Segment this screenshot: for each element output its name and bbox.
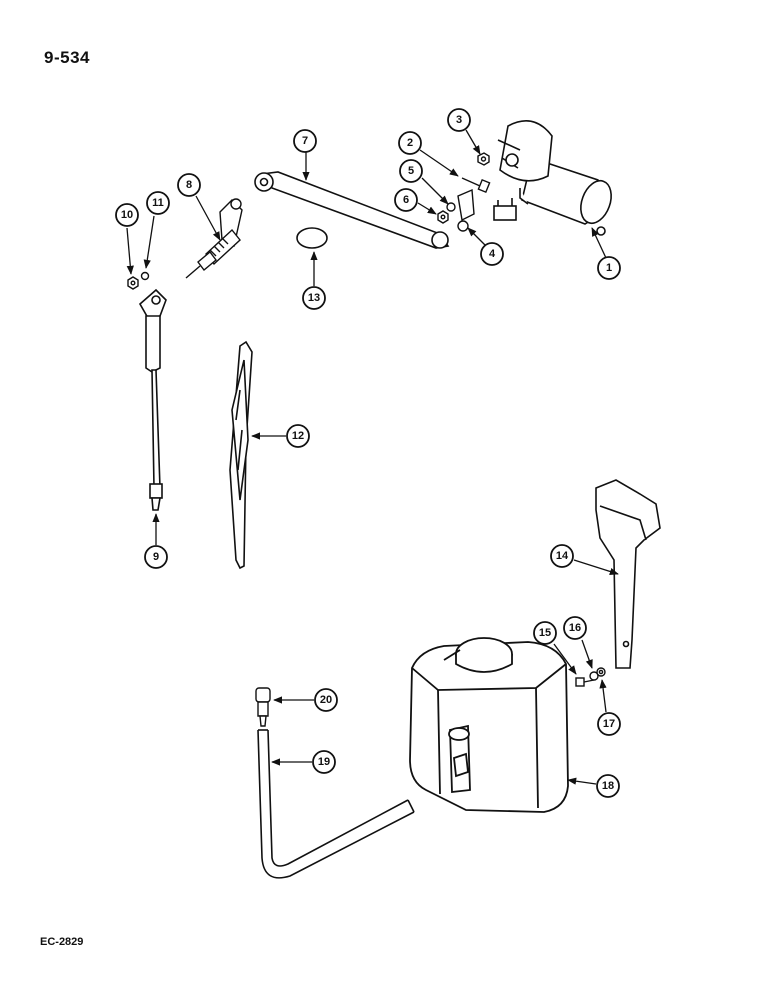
callout-17-label: 17 xyxy=(603,718,615,730)
callout-7-label: 7 xyxy=(302,135,308,147)
leader-6 xyxy=(417,202,437,215)
leader-5 xyxy=(421,177,449,205)
leader-1 xyxy=(591,227,607,259)
leader-lines xyxy=(126,129,619,785)
callout-4: 4 xyxy=(480,242,504,266)
part-12-wiper-blade xyxy=(229,340,253,570)
part-19-hose xyxy=(257,729,415,879)
callout-12-label: 12 xyxy=(292,430,304,442)
callout-15: 15 xyxy=(533,621,557,645)
callout-16: 16 xyxy=(563,616,587,640)
leader-2 xyxy=(419,149,459,177)
callout-14-label: 14 xyxy=(556,550,569,562)
callout-7: 7 xyxy=(293,129,317,153)
callout-5: 5 xyxy=(399,159,423,183)
part-18-reservoir xyxy=(409,637,569,813)
part-7-linkage xyxy=(254,171,450,249)
callout-16-label: 16 xyxy=(569,622,581,634)
leader-8 xyxy=(195,195,221,241)
callout-13-label: 13 xyxy=(308,292,320,304)
part-8-spindle xyxy=(185,198,243,279)
callout-1: 1 xyxy=(597,256,621,280)
callout-18: 18 xyxy=(596,774,620,798)
leader-18 xyxy=(567,777,597,785)
callout-15-label: 15 xyxy=(539,627,551,639)
callout-20-label: 20 xyxy=(320,694,332,706)
callout-5-label: 5 xyxy=(408,165,414,177)
part-6-nut xyxy=(437,210,449,224)
callout-10: 10 xyxy=(115,203,139,227)
callout-20: 20 xyxy=(314,688,338,712)
part-5-washer xyxy=(446,202,456,212)
callout-6: 6 xyxy=(394,188,418,212)
leader-3 xyxy=(465,129,481,155)
callout-19-label: 19 xyxy=(318,756,330,768)
callout-10-label: 10 xyxy=(121,209,133,221)
callout-1-label: 1 xyxy=(606,262,612,274)
callout-13: 13 xyxy=(302,286,326,310)
callout-19: 19 xyxy=(312,750,336,774)
leader-17 xyxy=(599,679,607,713)
callout-11-label: 11 xyxy=(152,197,164,209)
leader-14 xyxy=(573,559,619,575)
figure-code: EC-2829 xyxy=(40,936,84,948)
part-4-crank xyxy=(457,188,475,232)
part-13-grommet xyxy=(296,227,328,249)
leader-16 xyxy=(581,639,593,669)
callout-3-label: 3 xyxy=(456,114,462,126)
callout-2: 2 xyxy=(398,131,422,155)
callout-8: 8 xyxy=(177,173,201,197)
part-2-bolt xyxy=(461,177,491,194)
part-17-washer xyxy=(596,667,606,677)
callout-2-label: 2 xyxy=(407,137,413,149)
leader-4 xyxy=(467,227,487,247)
callout-11: 11 xyxy=(146,191,170,215)
callout-6-label: 6 xyxy=(403,194,409,206)
part-14-bracket xyxy=(595,479,661,669)
leader-10 xyxy=(126,227,134,275)
part-11-washer xyxy=(140,271,150,281)
callout-3: 3 xyxy=(447,108,471,132)
callout-12: 12 xyxy=(286,424,310,448)
callout-9: 9 xyxy=(144,545,168,569)
callout-9-label: 9 xyxy=(153,551,159,563)
callout-4-label: 4 xyxy=(489,248,496,260)
callout-8-label: 8 xyxy=(186,179,192,191)
part-3-nut xyxy=(477,152,490,166)
callout-18-label: 18 xyxy=(602,780,614,792)
leader-11 xyxy=(143,215,155,269)
wiper-motor xyxy=(493,120,612,236)
part-9-wiper-arm xyxy=(138,288,167,511)
part-16-washer xyxy=(589,671,599,681)
part-20-nozzle xyxy=(255,687,271,727)
callout-14: 14 xyxy=(550,544,574,568)
leader-15 xyxy=(553,643,577,675)
page-number: 9-534 xyxy=(44,48,90,67)
callout-17: 17 xyxy=(597,712,621,736)
part-10-nut xyxy=(127,276,139,290)
